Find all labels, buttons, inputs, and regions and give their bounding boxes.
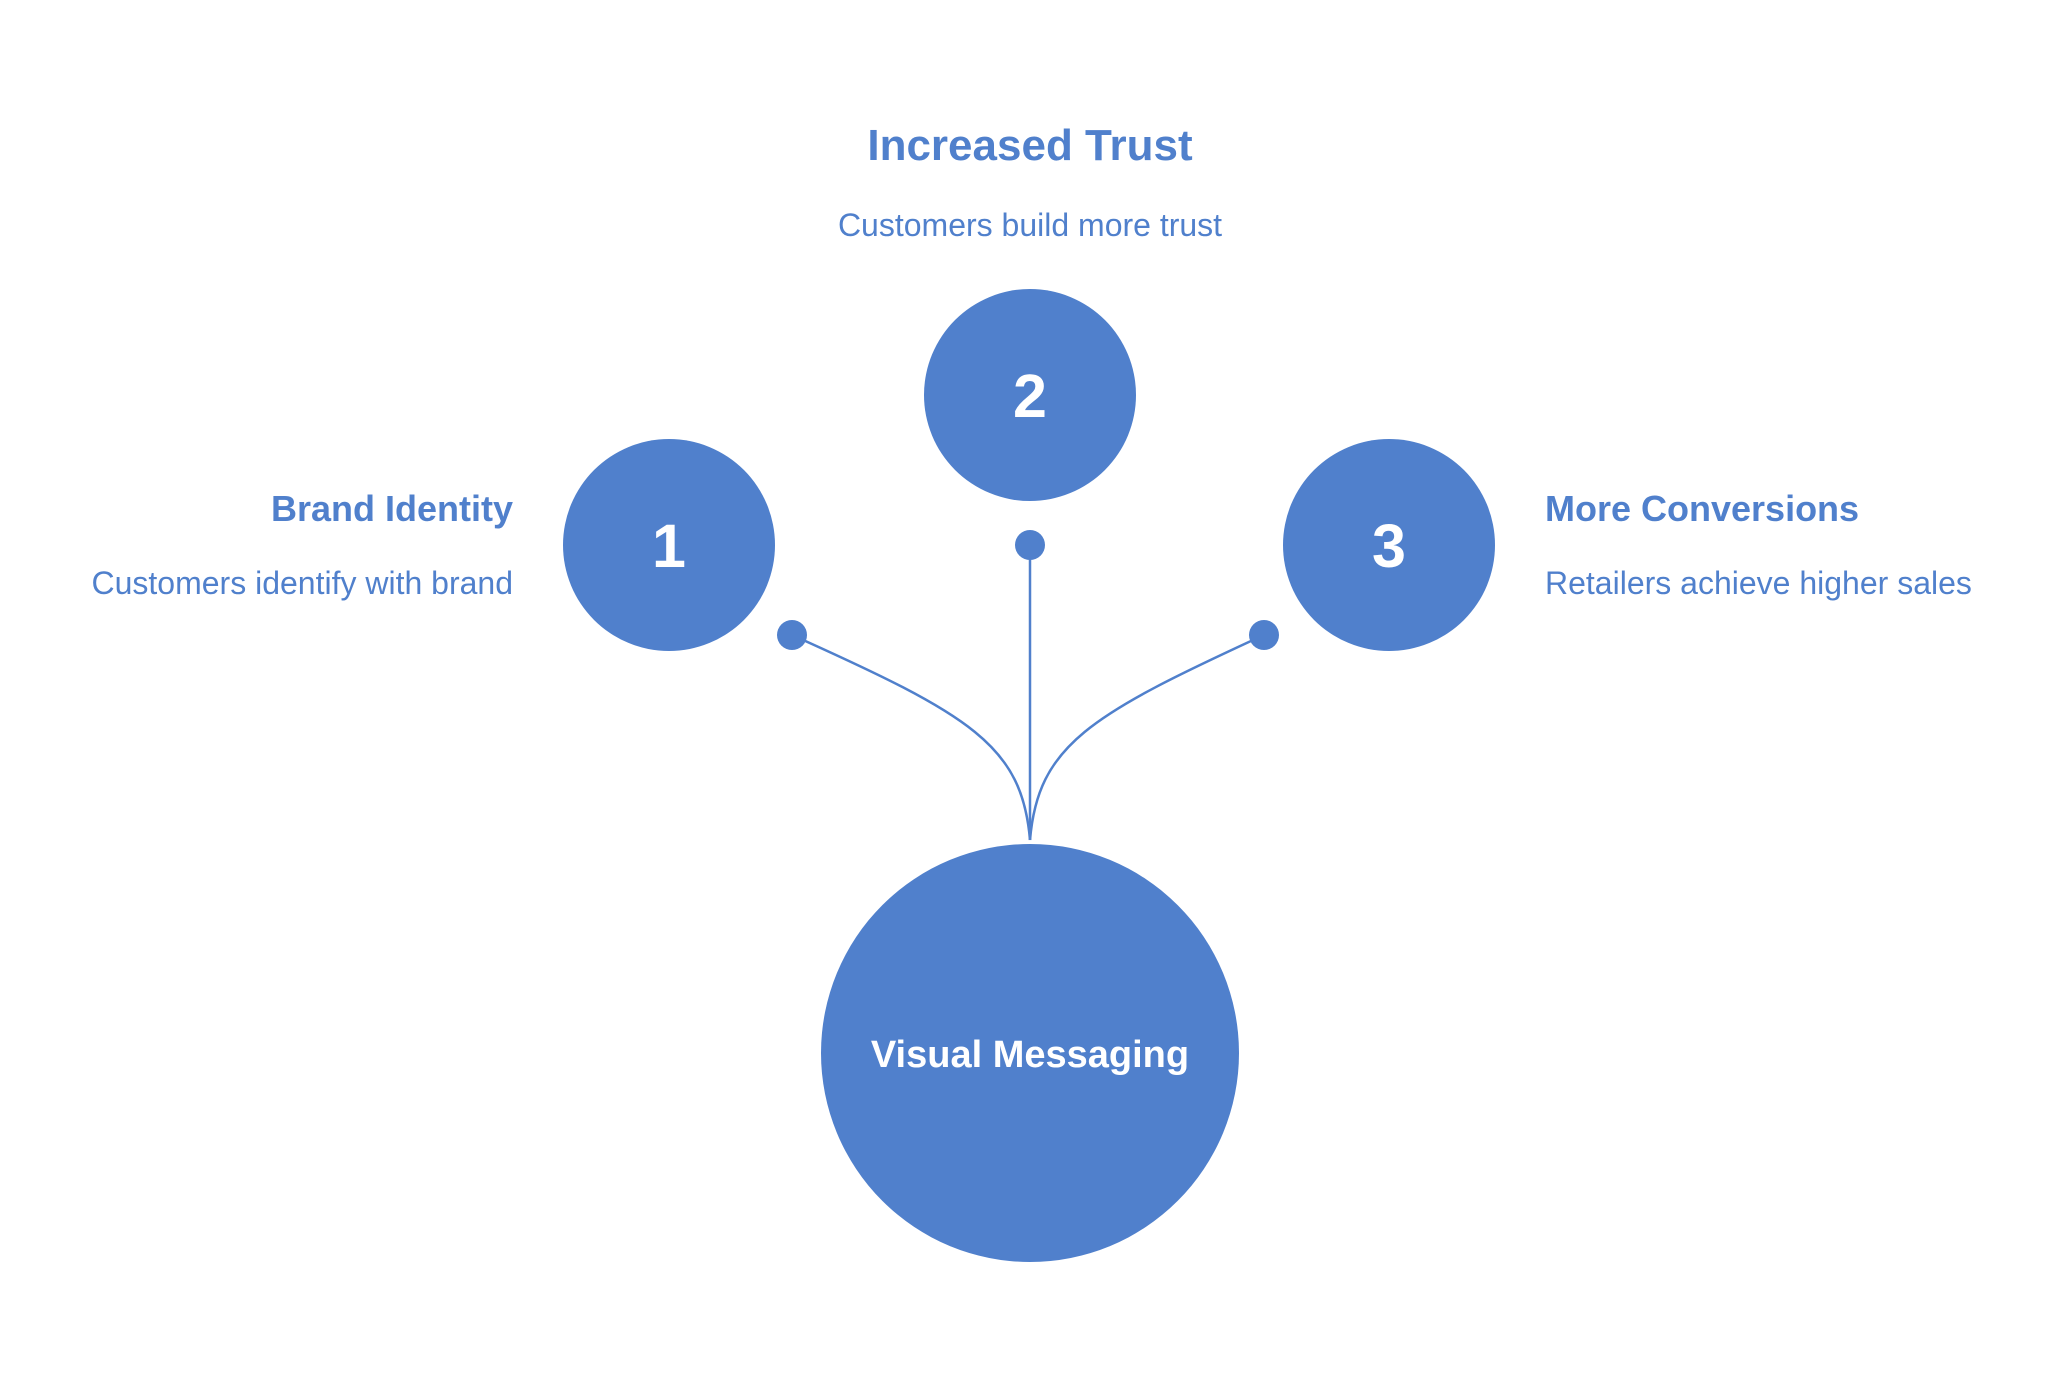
connector-dot-3 bbox=[1249, 620, 1279, 650]
connector-dot-2 bbox=[1015, 530, 1045, 560]
connector-1 bbox=[791, 633, 1032, 841]
node-1-description: Customers identify with brand bbox=[91, 565, 513, 601]
hub-label: Visual Messaging bbox=[871, 1034, 1189, 1076]
hub-node: Visual Messaging bbox=[821, 844, 1239, 1262]
node-3-number: 3 bbox=[1372, 512, 1406, 580]
connector-dots bbox=[777, 530, 1279, 650]
node-2: 2 Increased Trust Customers build more t… bbox=[838, 121, 1222, 501]
connector-3 bbox=[1028, 633, 1265, 841]
node-3-description: Retailers achieve higher sales bbox=[1545, 565, 1972, 601]
node-2-description: Customers build more trust bbox=[838, 207, 1222, 243]
node-2-number: 2 bbox=[1013, 362, 1047, 430]
node-1-number: 1 bbox=[652, 512, 686, 580]
hub-circle bbox=[821, 844, 1239, 1262]
node-1-title: Brand Identity bbox=[271, 488, 513, 529]
node-3-circle bbox=[1283, 439, 1495, 651]
node-2-circle bbox=[924, 289, 1136, 501]
connectors bbox=[791, 545, 1265, 841]
node-1: 1 Brand Identity Customers identify with… bbox=[91, 439, 775, 651]
node-1-circle bbox=[563, 439, 775, 651]
node-2-title: Increased Trust bbox=[867, 121, 1193, 170]
node-3-title: More Conversions bbox=[1545, 488, 1859, 529]
node-3: 3 More Conversions Retailers achieve hig… bbox=[1283, 439, 1972, 651]
connector-dot-1 bbox=[777, 620, 807, 650]
